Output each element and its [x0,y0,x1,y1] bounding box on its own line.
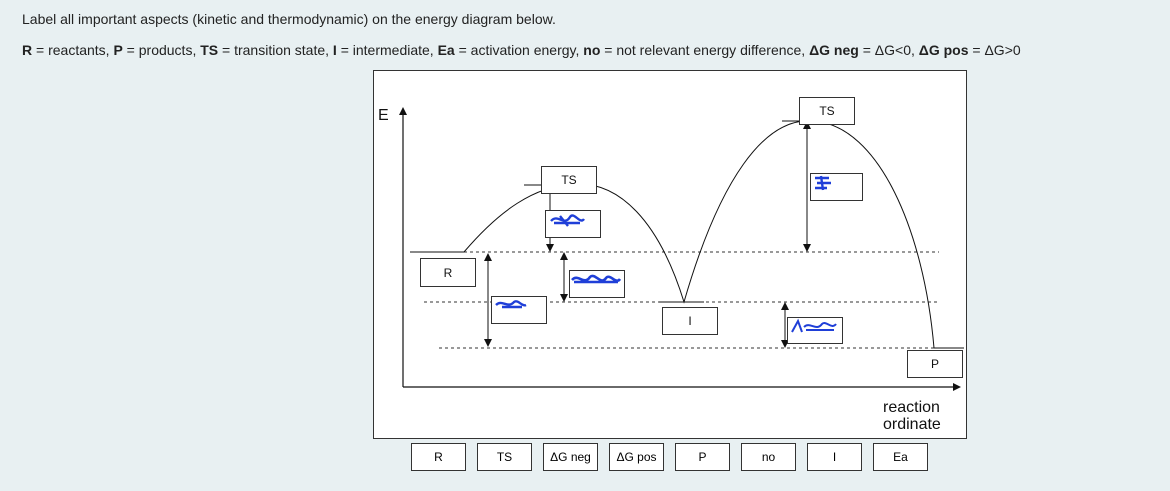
legend-description: = transition state, [218,42,333,58]
bank-label-dg-neg[interactable]: ΔG neg [543,443,598,471]
drop-zone-scribbled-1[interactable] [545,210,601,238]
bank-label-i[interactable]: I [807,443,862,471]
bank-label-r[interactable]: R [411,443,466,471]
drop-zone-ts2[interactable]: TS [799,97,855,125]
bank-label-ts[interactable]: TS [477,443,532,471]
legend-key: ΔG neg [809,42,859,58]
bank-label-no[interactable]: no [741,443,796,471]
drop-zone-ts1[interactable]: TS [541,166,597,194]
legend-key: ΔG pos [918,42,969,58]
legend-key: TS [200,42,219,58]
x-axis-label-line2: ordinate [883,416,941,433]
drop-zone-scribbled-4[interactable] [810,173,863,201]
legend-description: = activation energy, [454,42,584,58]
legend-key: P [113,42,123,58]
legend-key: I [332,42,337,58]
drop-zone-r[interactable]: R [420,258,476,287]
instruction-text: Label all important aspects (kinetic and… [22,11,556,27]
legend-description: = reactants, [32,42,114,58]
scribble-icon [495,300,527,309]
diagram-svg [399,107,964,391]
energy-diagram: E reaction ordinate TS TS R I P [373,70,967,439]
legend-key: R [22,42,33,58]
scribble-icon [550,214,585,227]
legend-description: = not relevant energy difference, [600,42,810,58]
scribble-icon [571,274,622,284]
scribble-icon [815,175,831,191]
bank-label-ea[interactable]: Ea [873,443,928,471]
y-axis-label: E [378,107,389,124]
bank-label-p[interactable]: P [675,443,730,471]
drop-zone-scribbled-3[interactable] [491,296,547,324]
legend-description: = products, [122,42,201,58]
legend-key: Ea [437,42,455,58]
legend-description: = ΔG<0, [858,42,919,58]
bank-label-dg-pos[interactable]: ΔG pos [609,443,664,471]
drop-zone-scribbled-2[interactable] [569,270,625,298]
legend-key: no [583,42,601,58]
x-axis-label-line1: reaction [883,399,940,416]
drop-zone-p[interactable]: P [907,350,963,378]
legend-description: = ΔG>0 [968,42,1021,58]
drop-zone-i[interactable]: I [662,307,718,335]
legend-text: R = reactants, P = products, TS = transi… [22,42,1021,58]
legend-description: = intermediate, [336,42,438,58]
scribble-icon [791,318,837,333]
drop-zone-scribbled-5[interactable] [787,317,843,344]
